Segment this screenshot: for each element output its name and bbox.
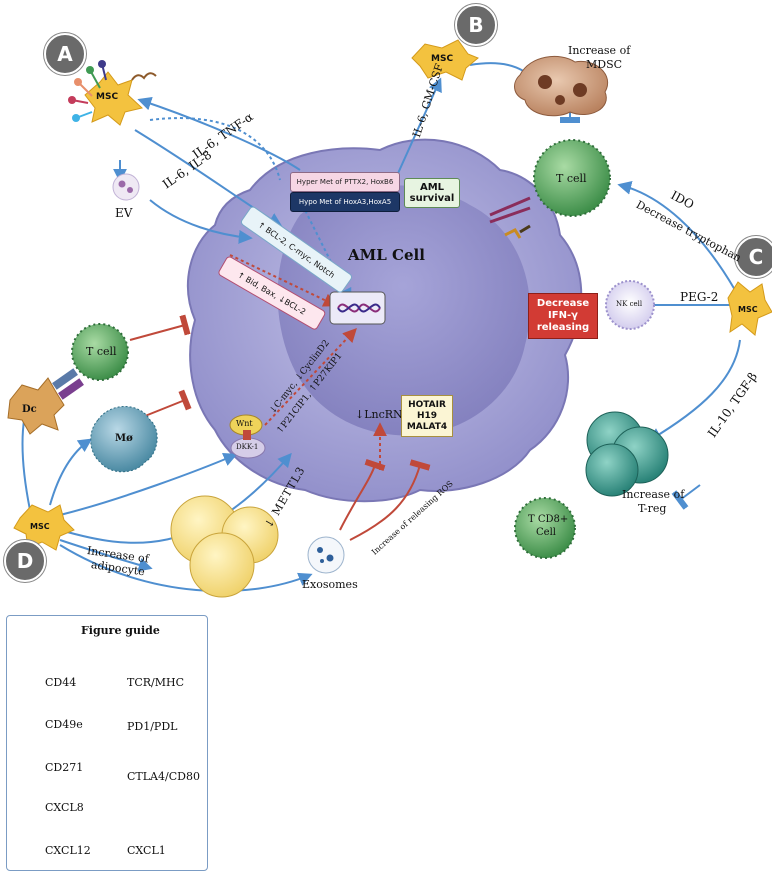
msc-a-cell: [68, 60, 157, 126]
wnt-label: Wnt: [236, 419, 253, 428]
msc-c-label: MSC: [738, 305, 758, 314]
increase-mdsc-label-2: MDSC: [586, 58, 623, 71]
peg2-label: PEG-2: [680, 290, 719, 304]
section-b-badge: B: [455, 4, 497, 46]
legend-cd49e: CD49e: [45, 718, 83, 731]
exosomes-label: Exosomes: [302, 578, 358, 591]
t-cd8-cell: [514, 497, 576, 559]
msc-a-label: MSC: [96, 92, 119, 102]
nk-cell-label: NK cell: [616, 300, 643, 308]
t-cell-d: [71, 323, 129, 381]
adipocyte-cells: [170, 495, 279, 598]
wnt-dkk1-complex: [229, 414, 266, 459]
macrophage-cell: [90, 406, 158, 473]
legend-tcr-mhc: TCR/MHC: [127, 676, 185, 689]
t-cell-b: [533, 139, 611, 217]
increase-treg-label-2: T-reg: [638, 502, 667, 515]
h19-label: H19: [416, 410, 438, 421]
t-cd8-label-2: Cell: [536, 527, 556, 538]
msc-c-cell: [727, 281, 772, 336]
aml-cell-label: AML Cell: [348, 246, 425, 264]
dna-icon: [329, 291, 386, 325]
legend-cxcl8: CXCL8: [45, 801, 84, 814]
decrease-ifn-box: Decrease IFN-γ releasing: [528, 293, 598, 339]
mphi-label: Mø: [115, 433, 133, 444]
increase-treg-label-1: Increase of: [622, 488, 685, 501]
inhibition-lines: [129, 100, 701, 541]
lncrna-list-box: HOTAIR H19 MALAT4: [401, 395, 453, 437]
checkpoint-receptors: [489, 196, 531, 239]
t-cd8-label-1: T CD8+: [528, 514, 569, 525]
t-cell-b-label: T cell: [556, 172, 587, 185]
figure-guide-panel: Figure guide CD44 CD49e CD271 CXCL8 CXCL…: [6, 615, 208, 871]
msc-b-cell: [411, 39, 479, 81]
section-a-badge: A: [44, 33, 86, 75]
msc-d-cell: [13, 504, 75, 551]
hyper-met-box: Hyper Met of PTTX2, HoxB6: [290, 172, 400, 192]
dc-label: Dc: [22, 404, 37, 415]
ev-label: EV: [115, 206, 133, 220]
legend-cd44: CD44: [45, 676, 77, 689]
section-d-badge: D: [4, 540, 46, 582]
msc-d-label: MSC: [30, 522, 50, 531]
hotair-label: HOTAIR: [408, 399, 446, 410]
legend-cxcl12: CXCL12: [45, 844, 91, 857]
lncrna-label: ↓LncRNA: [355, 408, 411, 421]
legend-pd1-pdl: PD1/PDL: [127, 720, 178, 733]
aml-survival-box: AML survival: [404, 178, 460, 208]
malat4-label: MALAT4: [406, 421, 448, 432]
section-c-badge: C: [735, 236, 772, 278]
legend-cd271: CD271: [45, 761, 84, 774]
decrease-ifn-line-2: IFN-γ: [548, 310, 578, 321]
dashed-red-arrows: [229, 254, 387, 470]
dkk1-label: DKK-1: [236, 443, 259, 451]
exosome-vesicle: [307, 536, 345, 574]
increase-mdsc-label-1: Increase of: [568, 44, 631, 57]
decrease-ifn-line-3: releasing: [536, 322, 590, 333]
mdsc-cells: [514, 55, 609, 117]
figure-guide-title: Figure guide: [81, 624, 160, 637]
legend-cxcl1: CXCL1: [127, 844, 166, 857]
msc-b-label: MSC: [431, 54, 454, 64]
t-reg-cells: [585, 411, 669, 497]
dendritic-cell: [7, 368, 84, 435]
hypo-met-box: Hypo Met of HoxA3,HoxA5: [290, 192, 400, 212]
nk-cell: [605, 280, 655, 330]
legend-ctla4-cd80: CTLA4/CD80: [127, 770, 200, 783]
t-cell-d-label: T cell: [86, 345, 117, 358]
decrease-ifn-line-1: Decrease: [536, 298, 590, 309]
ev-vesicle: [112, 173, 140, 201]
